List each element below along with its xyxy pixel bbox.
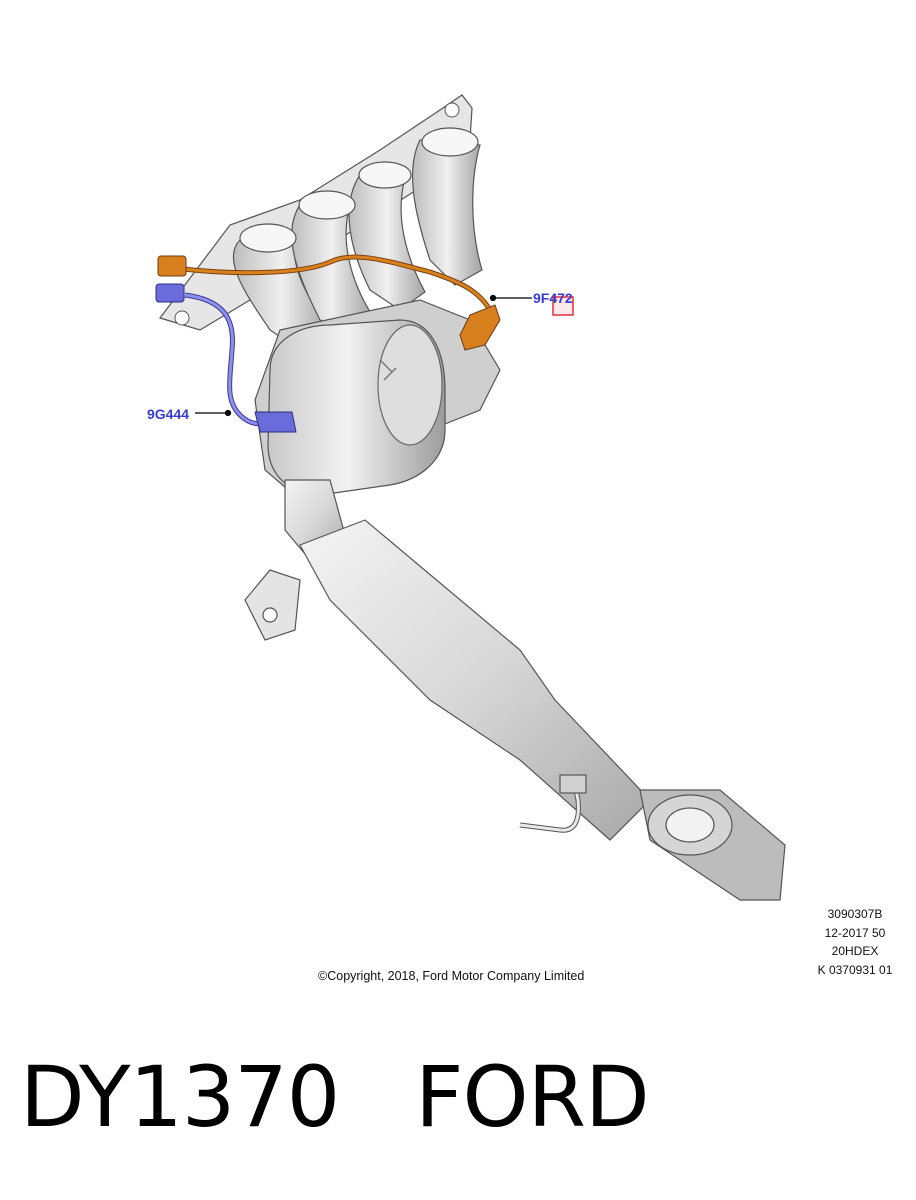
downstream-o2-sensor <box>157 254 501 351</box>
down-pipe <box>244 479 786 901</box>
part-number: DY1370 <box>20 1048 340 1146</box>
reference-line: 3090307B <box>827 907 883 921</box>
catalytic-converter <box>254 299 501 501</box>
manifold-runners <box>232 127 483 351</box>
reference-line: 20HDEX <box>831 944 879 958</box>
highlight-box <box>552 296 574 316</box>
brand-name: FORD <box>415 1048 649 1146</box>
callout-leaders <box>195 294 532 417</box>
reference-line: K 0370931 01 <box>817 962 893 977</box>
exhaust-manifold-diagram <box>155 94 786 901</box>
copyright-notice: ©Copyright, 2018, Ford Motor Company Lim… <box>318 969 585 983</box>
callout-9g444[interactable]: 9G444 <box>147 406 190 422</box>
caption: DY1370 FORD <box>20 1048 650 1146</box>
upstream-o2-sensor <box>155 283 297 433</box>
callout-9f472[interactable]: 9F472 <box>533 290 573 306</box>
reference-line: 12-2017 50 <box>824 925 886 940</box>
reference-block: 3090307B 12-2017 50 20HDEX K 0370931 01 <box>800 905 910 979</box>
